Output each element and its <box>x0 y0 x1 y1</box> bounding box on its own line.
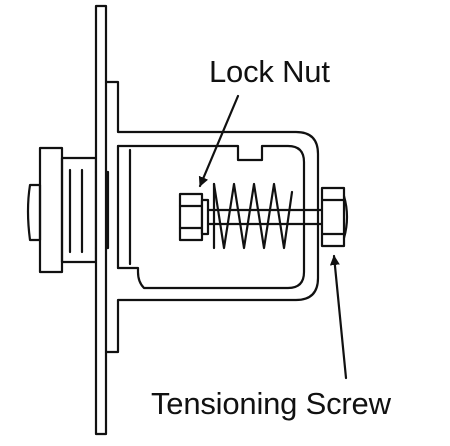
tensioning-screw-leader-line <box>329 254 348 380</box>
tensioning-screw-head <box>320 186 349 248</box>
spring-housing-bracket <box>104 80 320 354</box>
compression-spring <box>212 182 294 250</box>
lock-nut-label: Lock Nut <box>209 54 330 89</box>
mounting-panel <box>94 4 108 436</box>
tensioning-screw-label: Tensioning Screw <box>151 386 391 421</box>
lock-nut-leader-line <box>198 94 240 188</box>
lock-nut <box>178 192 210 242</box>
